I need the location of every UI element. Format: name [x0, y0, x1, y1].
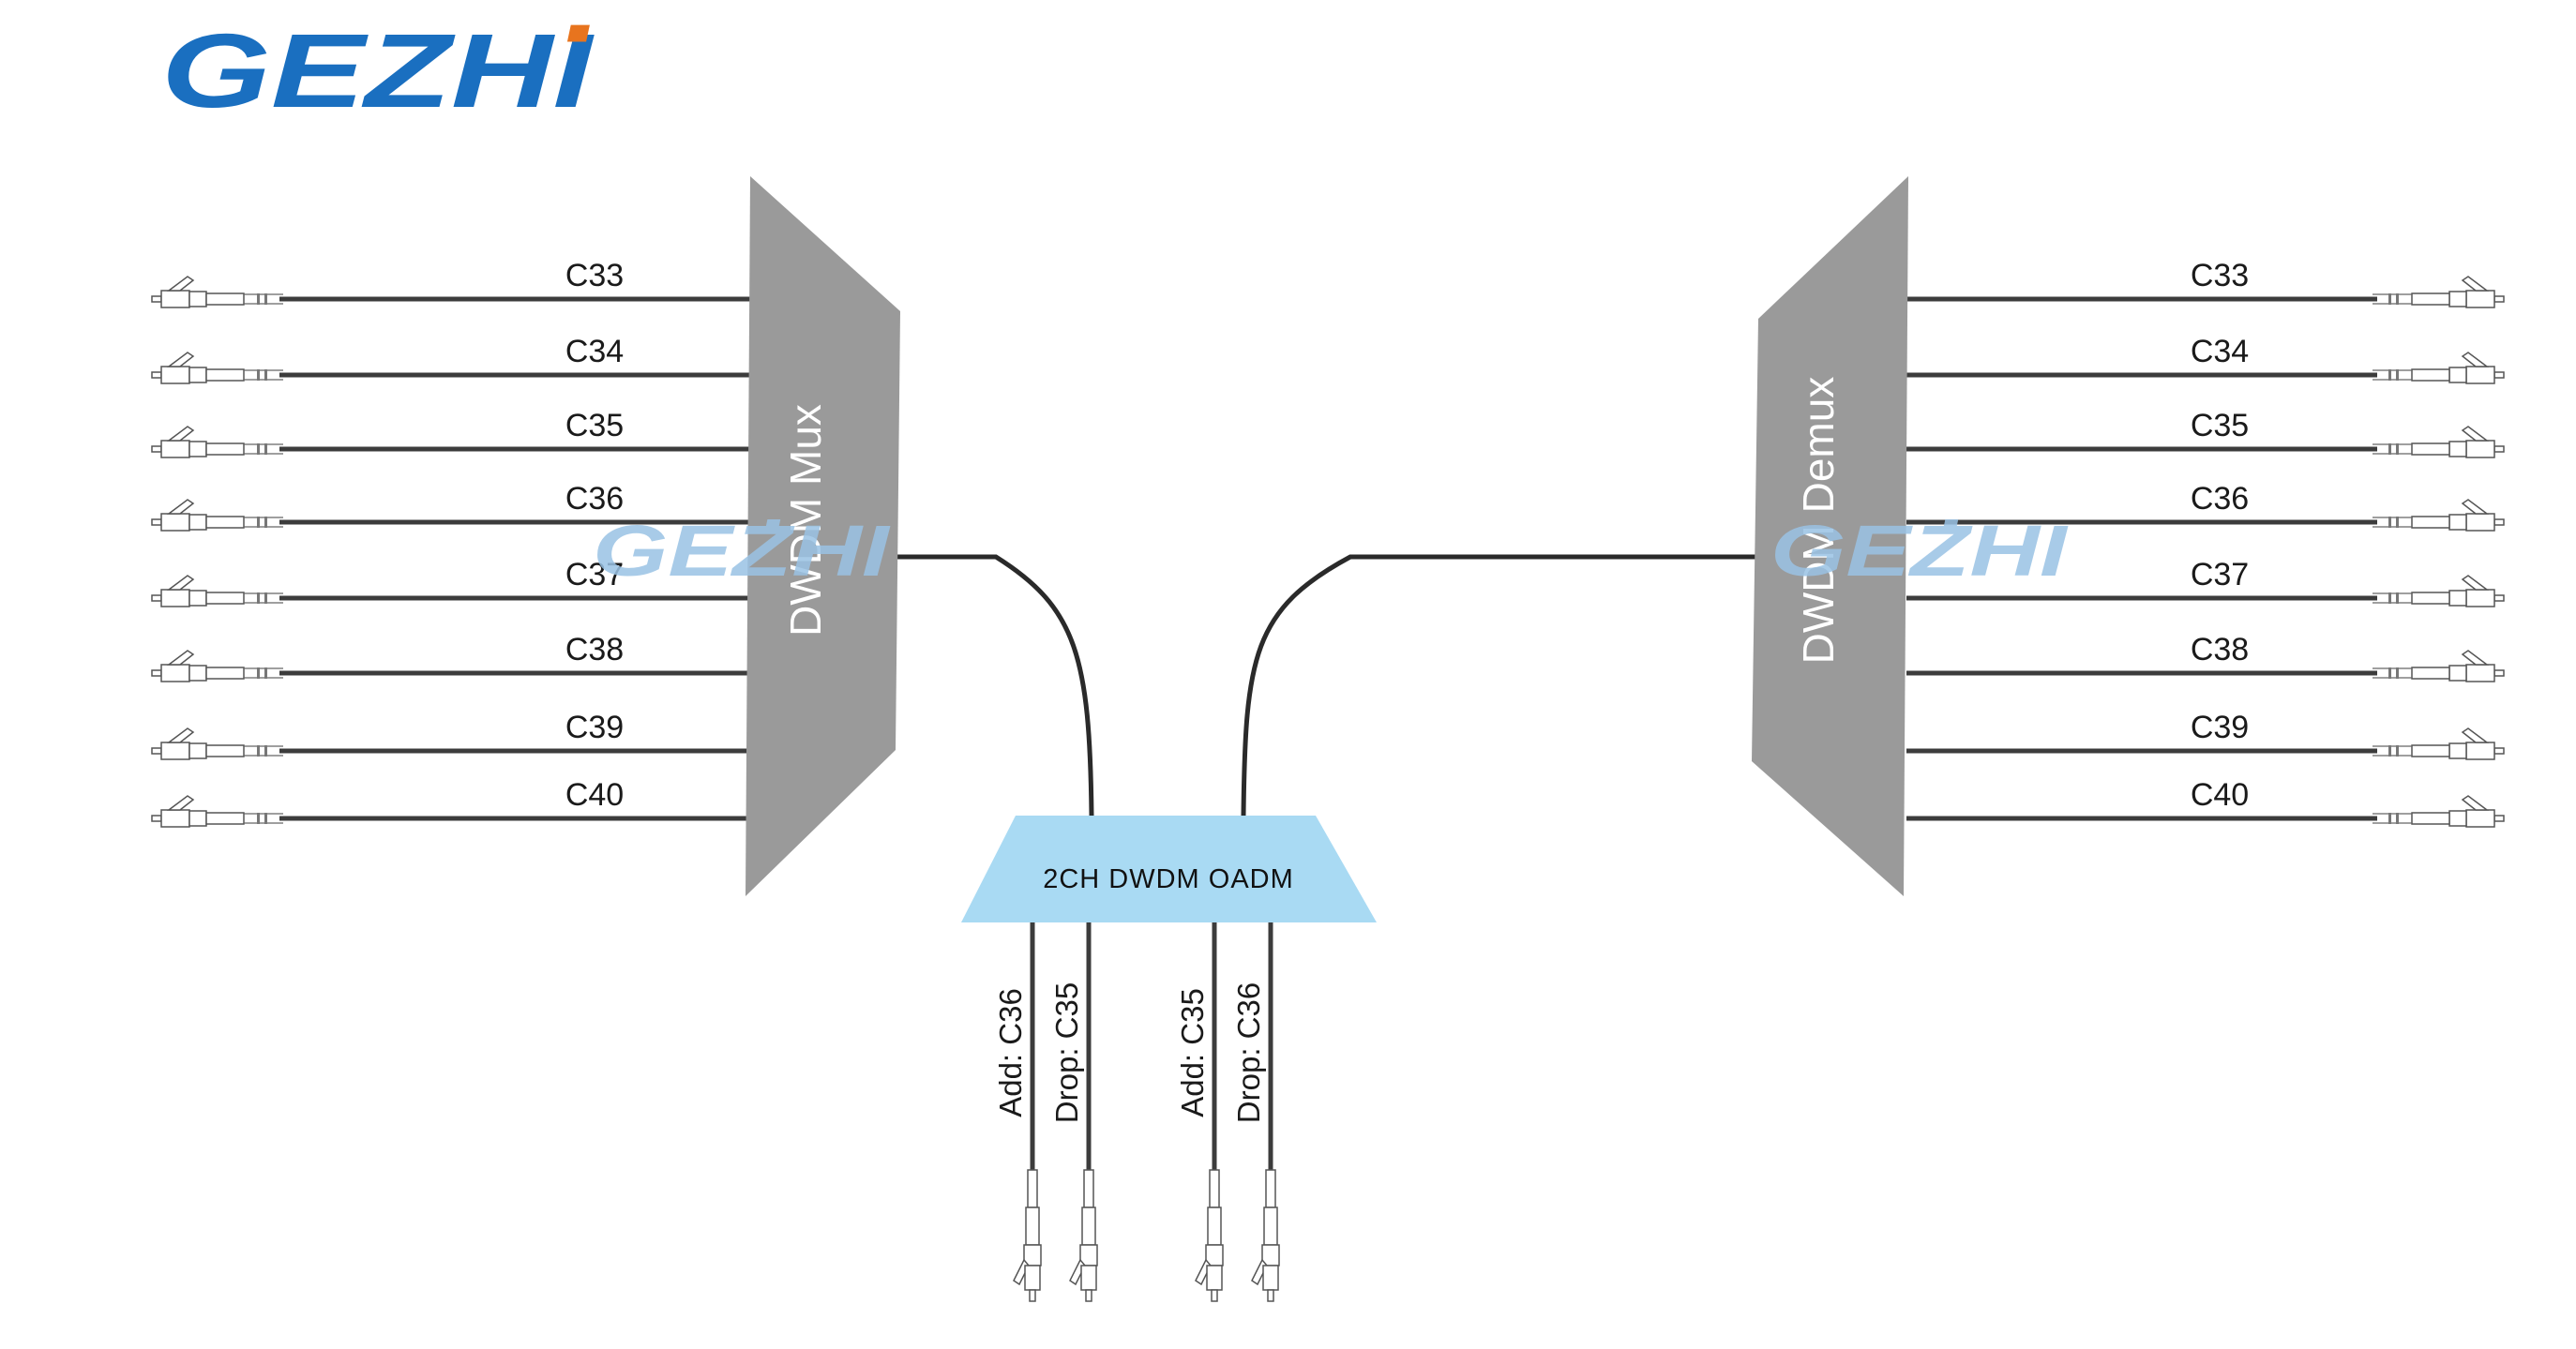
brand-name-text: GEZHI: [1770, 511, 2069, 592]
mux-label: DWDM Mux: [781, 404, 830, 637]
oadm-add-drop-ports: Add: C36 Drop: C35 Add: C35 Drop: C36: [993, 922, 1280, 1302]
lc-connector-icon: [2372, 276, 2505, 308]
oadm-to-demux-fiber: [1241, 554, 1755, 817]
mux-channel-c38: C38: [151, 632, 750, 682]
lc-connector-icon: [1013, 1169, 1042, 1302]
logo-accent-mark: [566, 24, 590, 42]
lc-connector-icon: [151, 426, 284, 458]
channel-label: C36: [565, 481, 624, 517]
demux-channel-c37: C37: [1906, 557, 2505, 607]
channel-label: C38: [2191, 632, 2249, 667]
lc-connector-icon: [151, 352, 284, 384]
channel-label: C40: [565, 777, 624, 813]
channel-label: C34: [2191, 334, 2249, 369]
demux-channel-c38: C38: [1906, 632, 2505, 682]
gezhi-watermark-left: GEZHI: [593, 511, 891, 592]
oadm-block: [961, 816, 1377, 922]
channel-label: C33: [2191, 258, 2249, 293]
oadm-port-3: Add: C35: [1175, 922, 1224, 1302]
lc-connector-icon: [151, 650, 284, 682]
port-label: Drop: C36: [1231, 982, 1266, 1123]
mux-channel-c34: C34: [151, 334, 750, 384]
demux-channel-c35: C35: [1906, 408, 2505, 458]
mux-channel-c40: C40: [151, 777, 750, 828]
brand-name-text: GEZHI: [593, 511, 891, 592]
demux-channel-c34: C34: [1906, 334, 2505, 384]
demux-channel-c40: C40: [1906, 777, 2505, 828]
oadm-port-1: Add: C36: [993, 922, 1042, 1302]
channel-label: C39: [565, 710, 624, 745]
oadm-port-4: Drop: C36: [1231, 922, 1280, 1302]
mux-channel-c37: C37: [151, 557, 750, 607]
lc-connector-icon: [2372, 727, 2505, 760]
dwdm-mux-block: [746, 176, 900, 896]
lc-connector-icon: [151, 499, 284, 532]
lc-connector-icon: [2372, 575, 2505, 607]
port-label: Add: C35: [1175, 988, 1210, 1117]
lc-connector-icon: [2372, 352, 2505, 384]
lc-connector-icon: [1069, 1169, 1098, 1302]
lc-connector-icon: [1195, 1169, 1224, 1302]
channel-label: C37: [2191, 557, 2249, 592]
port-label: Add: C36: [993, 988, 1028, 1117]
channel-label: C37: [565, 557, 624, 592]
dwdm-demux-block: [1752, 176, 1908, 896]
lc-connector-icon: [151, 795, 284, 828]
mux-channel-c33: C33: [151, 258, 750, 308]
oadm-port-2: Drop: C35: [1049, 922, 1098, 1302]
lc-connector-icon: [1251, 1169, 1280, 1302]
mux-channel-c35: C35: [151, 408, 750, 458]
channel-label: C39: [2191, 710, 2249, 745]
channel-label: C40: [2191, 777, 2249, 813]
oadm-label: 2CH DWDM OADM: [1043, 864, 1294, 894]
channel-label: C38: [565, 632, 624, 667]
lc-connector-icon: [151, 276, 284, 308]
logo-accent-mark: [764, 518, 781, 532]
mux-channel-c36: C36: [151, 481, 750, 532]
port-label: Drop: C35: [1049, 982, 1084, 1123]
channel-label: C33: [565, 258, 624, 293]
channel-label: C34: [565, 334, 624, 369]
lc-connector-icon: [151, 575, 284, 607]
demux-channel-c39: C39: [1906, 710, 2505, 760]
gezhi-logo: GEZHI: [161, 12, 595, 129]
demux-channel-c36: C36: [1906, 481, 2505, 532]
channel-label: C35: [565, 408, 624, 443]
lc-connector-icon: [2372, 795, 2505, 828]
channel-label: C36: [2191, 481, 2249, 517]
lc-connector-icon: [2372, 426, 2505, 458]
gezhi-watermark-right: GEZHI: [1770, 511, 2069, 592]
lc-connector-icon: [2372, 650, 2505, 682]
brand-name-text: GEZHI: [161, 12, 595, 129]
logo-accent-mark: [1942, 518, 1959, 532]
lc-connector-icon: [2372, 499, 2505, 532]
lc-connector-icon: [151, 727, 284, 760]
channel-label: C35: [2191, 408, 2249, 443]
demux-label: DWDM Demux: [1794, 377, 1843, 665]
demux-channel-c33: C33: [1906, 258, 2505, 308]
mux-to-oadm-fiber: [896, 554, 1094, 817]
mux-channel-c39: C39: [151, 710, 750, 760]
